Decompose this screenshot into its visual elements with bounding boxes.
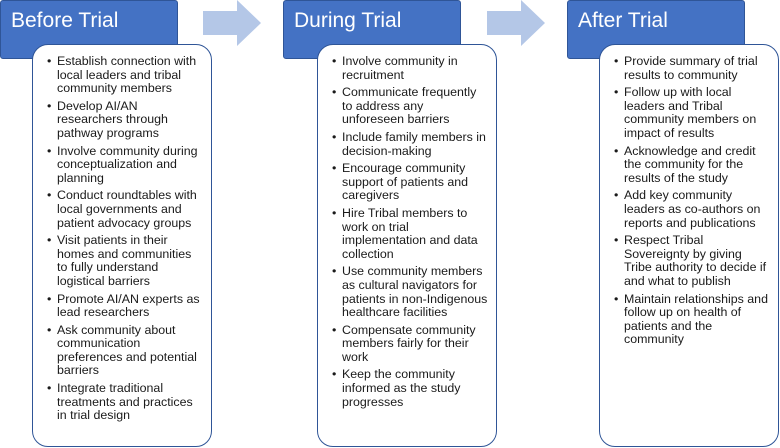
list-item-text: Maintain relationships and follow up on … <box>624 291 768 347</box>
list-item: • Conduct roundtables with local governme… <box>47 189 203 230</box>
stage-item-list: • Provide summary of trial results to com… <box>614 54 770 347</box>
list-item-text: Hire Tribal members to work on trial imp… <box>342 205 478 261</box>
list-item: • Encourage community support of patients… <box>332 161 488 203</box>
stage-card-during-trial: • Involve community in recruitment • Commun… <box>317 44 497 447</box>
bullet-glyph: • <box>614 54 619 68</box>
list-item-text: Respect Tribal Sovereignty by giving Tri… <box>624 233 767 288</box>
stage-item-list: • Establish connection with local leaders… <box>47 54 203 423</box>
stage-card-before-trial: • Establish connection with local leaders… <box>32 44 212 447</box>
list-item: • Respect Tribal Sovereignty by giving Tr… <box>614 233 770 288</box>
list-item: • Involve community during conceptualizat… <box>47 143 203 186</box>
list-item: • Integrate traditional treatments and pr… <box>47 381 203 423</box>
list-item: • Ask community about communication prefe… <box>47 322 203 378</box>
list-item: • Provide summary of trial results to com… <box>614 54 770 82</box>
bullet-glyph: • <box>47 54 52 68</box>
bullet-glyph: • <box>47 233 52 248</box>
bullet-glyph: • <box>614 85 619 100</box>
bullet-glyph: • <box>614 188 619 203</box>
bullet-glyph: • <box>332 205 337 220</box>
list-item-text: Use community members as cultural naviga… <box>342 264 488 320</box>
bullet-glyph: • <box>614 291 619 306</box>
list-item-text: Keep the community informed as the study… <box>342 367 461 409</box>
bullet-glyph: • <box>332 264 337 279</box>
list-item: • Involve community in recruitment <box>332 54 488 82</box>
list-item: • Develop AI/AN researchers through pathw… <box>47 98 203 141</box>
list-item: • Add key community leaders as co-authors… <box>614 189 770 230</box>
list-item-text: Develop AI/AN researchers through pathwa… <box>57 98 168 140</box>
bullet-glyph: • <box>332 322 337 337</box>
list-item: • Include family members in decision-maki… <box>332 129 488 158</box>
bullet-glyph: • <box>47 143 52 158</box>
bullet-glyph: • <box>614 233 619 248</box>
list-item: • Communicate frequently to address any u… <box>332 85 488 127</box>
bullet-glyph: • <box>47 98 52 113</box>
list-item-text: Conduct roundtables with local governmen… <box>57 188 197 230</box>
stage-title: After Trial <box>578 9 668 32</box>
bullet-glyph: • <box>332 129 337 144</box>
bullet-glyph: • <box>332 161 337 176</box>
stage-title: During Trial <box>294 9 402 32</box>
list-item: • Use community members as cultural navig… <box>332 265 488 319</box>
list-item-text: Establish connection with local leaders … <box>57 54 197 96</box>
bullet-glyph: • <box>332 54 337 68</box>
list-item: • Maintain relationships and follow up on… <box>614 291 770 347</box>
bullet-glyph: • <box>47 188 52 203</box>
right-arrow-icon <box>203 0 261 46</box>
list-item: • Follow up with local leaders and Tribal… <box>614 85 770 140</box>
list-item: • Visit patients in their homes and commu… <box>47 233 203 288</box>
list-item: • Hire Tribal members to work on trial im… <box>332 205 488 261</box>
list-item-text: Follow up with local leaders and Tribal … <box>624 85 757 140</box>
list-item: • Acknowledge and credit the community fo… <box>614 143 770 186</box>
right-arrow-icon <box>487 0 545 46</box>
stage-title: Before Trial <box>11 9 119 32</box>
list-item: • Promote AI/AN experts as lead researche… <box>47 291 203 320</box>
stage-item-list: • Involve community in recruitment • Commun… <box>332 54 488 409</box>
list-item-text: Ask community about communication prefer… <box>57 322 197 378</box>
bullet-glyph: • <box>47 322 52 337</box>
bullet-glyph: • <box>614 143 619 158</box>
stage-card-after-trial: • Provide summary of trial results to com… <box>599 44 779 447</box>
list-item-text: Promote AI/AN experts as lead researcher… <box>57 291 200 320</box>
list-item: • Keep the community informed as the stud… <box>332 368 488 409</box>
bullet-glyph: • <box>47 381 52 396</box>
list-item-text: Acknowledge and credit the community for… <box>624 143 756 185</box>
bullet-glyph: • <box>332 367 337 382</box>
list-item-text: Involve community during conceptualizati… <box>57 143 198 185</box>
list-item-text: Add key community leaders as co-authors … <box>624 188 761 230</box>
bullet-glyph: • <box>332 85 337 100</box>
list-item-text: Integrate traditional treatments and pra… <box>57 381 193 423</box>
list-item-text: Communicate frequently to address any un… <box>342 85 477 127</box>
list-item-text: Visit patients in their homes and commun… <box>57 233 192 288</box>
list-item-text: Include family members in decision-makin… <box>342 129 486 158</box>
bullet-glyph: • <box>47 291 52 306</box>
list-item: • Compensate community members fairly for… <box>332 322 488 365</box>
list-item: • Establish connection with local leaders… <box>47 54 203 96</box>
list-item-text: Encourage community support of patients … <box>342 161 469 203</box>
list-item-text: Involve community in recruitment <box>342 54 458 82</box>
list-item-text: Provide summary of trial results to comm… <box>624 54 758 82</box>
list-item-text: Compensate community members fairly for … <box>342 322 476 364</box>
